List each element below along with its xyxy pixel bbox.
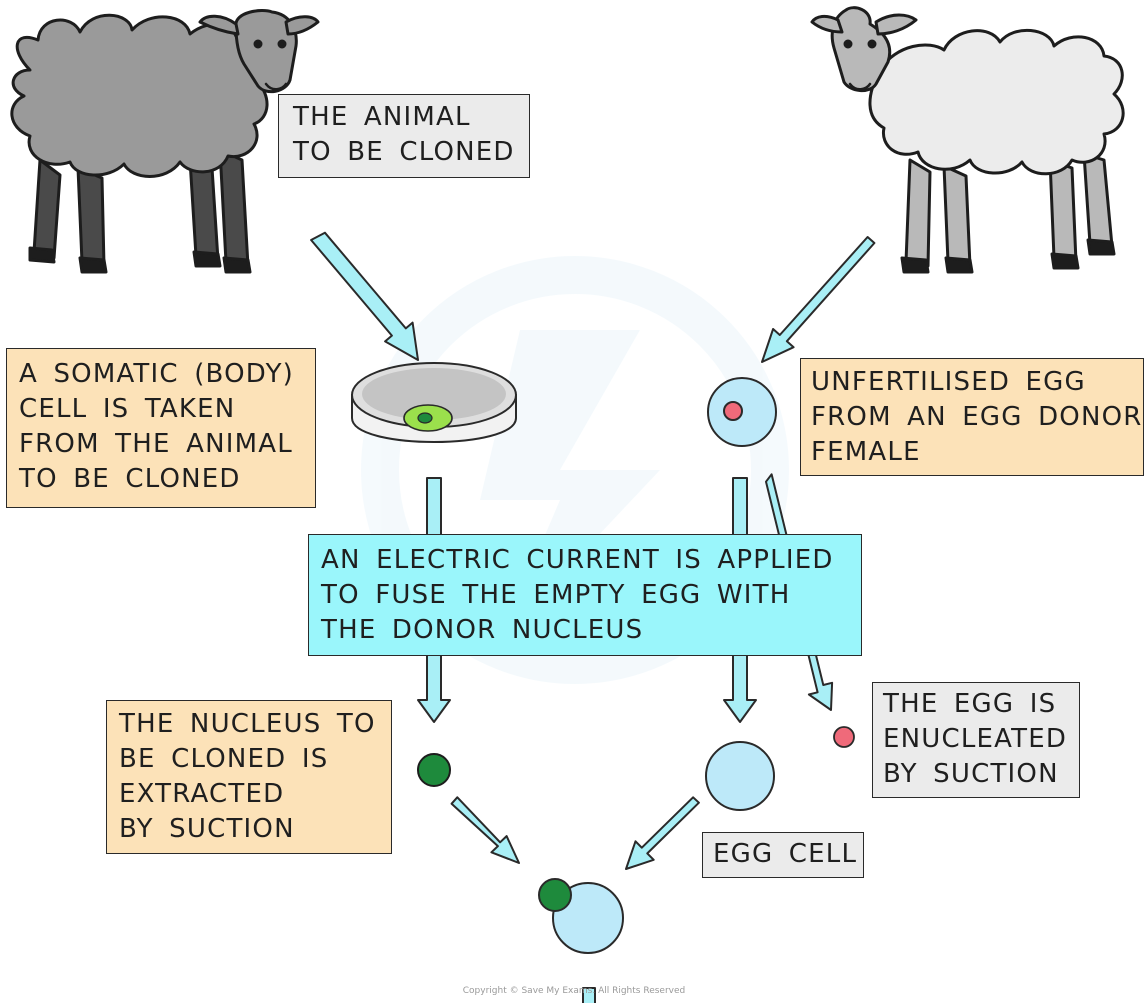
unfertilised-egg-label: UNFERTILISED EGG FROM AN EGG DONOR FEMAL…	[800, 358, 1144, 476]
arrow-nucleus-to-fusion	[450, 796, 520, 864]
copyright-notice: Copyright © Save My Exams. All Rights Re…	[462, 986, 686, 996]
label-line: CELL IS TAKEN	[19, 394, 236, 424]
arrow-sheep-to-dish	[310, 231, 419, 361]
label-line: BY SUCTION	[883, 759, 1059, 789]
label-line: BY SUCTION	[119, 814, 295, 844]
egg-donor-sheep-icon	[810, 6, 1125, 274]
electric-current-label: AN ELECTRIC CURRENT IS APPLIED TO FUSE T…	[308, 534, 862, 656]
label-line: A SOMATIC (BODY)	[19, 359, 295, 389]
egg-cell-icon	[705, 741, 775, 811]
label-line: THE DONOR NUCLEUS	[321, 615, 644, 645]
egg-nucleus	[723, 401, 743, 421]
egg-cell-label: EGG CELL	[702, 832, 864, 878]
nucleus-extracted-label: THE NUCLEUS TO BE CLONED IS EXTRACTED BY…	[106, 700, 392, 854]
removed-egg-nucleus-icon	[833, 726, 855, 748]
label-line: AN ELECTRIC CURRENT IS APPLIED	[321, 545, 834, 575]
extracted-nucleus-icon	[417, 753, 451, 787]
fused-cell-icon	[538, 878, 624, 954]
label-line: EGG CELL	[713, 839, 858, 869]
label-line: TO FUSE THE EMPTY EGG WITH	[321, 580, 791, 610]
egg-enucleated-label: THE EGG IS ENUCLEATED BY SUCTION	[872, 682, 1080, 798]
label-line: TO BE CLONED	[19, 464, 241, 494]
label-line: TO BE CLONED	[293, 137, 515, 167]
label-line: FEMALE	[811, 437, 921, 467]
label-line: THE ANIMAL	[293, 102, 471, 132]
label-line: FROM THE ANIMAL	[19, 429, 293, 459]
sheep-to-clone-icon	[10, 9, 320, 274]
unfertilised-egg-icon	[707, 377, 777, 447]
arrow-fusion-down	[582, 987, 596, 1003]
label-line: ENUCLEATED	[883, 724, 1068, 754]
label-line: FROM AN EGG DONOR	[811, 402, 1143, 432]
somatic-cell-label: A SOMATIC (BODY) CELL IS TAKEN FROM THE …	[6, 348, 316, 508]
label-line: BE CLONED IS	[119, 744, 329, 774]
animal-to-clone-label: THE ANIMAL TO BE CLONED	[278, 94, 530, 178]
watermark-logo	[361, 256, 789, 684]
label-line: EXTRACTED	[119, 779, 285, 809]
petri-dish-icon	[351, 362, 517, 443]
arrow-egg-cell-to-fusion	[625, 796, 700, 870]
arrow-sheep-to-egg	[761, 236, 876, 363]
label-line: UNFERTILISED EGG	[811, 367, 1086, 397]
label-line: THE NUCLEUS TO	[119, 709, 376, 739]
label-line: THE EGG IS	[883, 689, 1057, 719]
